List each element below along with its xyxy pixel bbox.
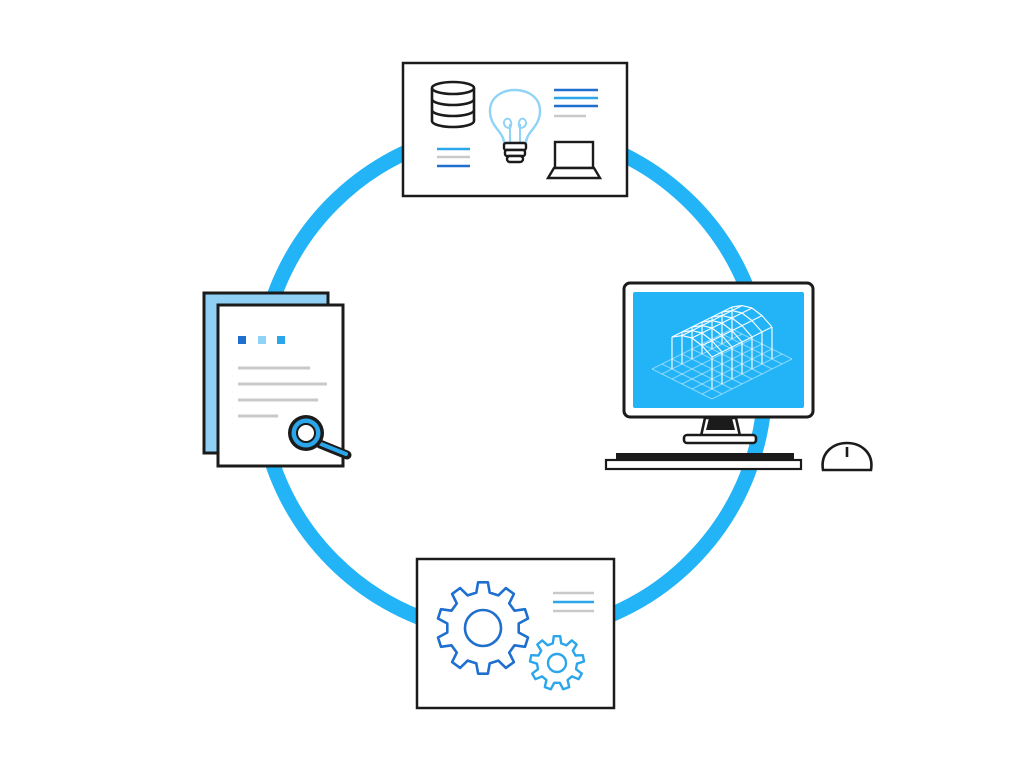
engineering-card [415,557,616,710]
structure-rafter [741,325,753,338]
gear-small-icon [528,635,586,691]
structure-rafter [731,330,743,343]
structure-rafter [711,340,723,353]
structure-rafter [721,322,733,332]
structure-rafter [701,332,713,342]
structure-rafter [731,317,743,327]
structure-purlin [701,315,763,347]
structure-purlin [691,307,753,339]
structure-rafter [741,312,753,322]
structure-wireframe-icon [651,305,793,400]
modeling-workstation [604,281,873,472]
ground-grid-line [711,358,793,400]
text-lines-icon [437,147,470,168]
structure-purlin [671,306,733,338]
gear-small-teeth [528,635,586,691]
magnifier-icon [288,415,352,460]
structure-rafter [731,310,743,314]
structure-rafter [741,305,753,309]
text-lines-icon [554,88,598,118]
structure-rafter [721,315,733,319]
ground-grid-line [651,368,713,400]
structure-rafter [751,307,763,317]
ideation-card [401,61,629,198]
structure-rafter [681,335,693,339]
text-lines-icon [553,591,594,613]
lightbulb-icon [488,88,542,164]
structure-rafter [721,335,733,348]
laptop-icon [545,140,603,180]
gear-small-hub [546,652,568,674]
structure-rafter [711,320,723,324]
gear-large-teeth [436,581,530,675]
structure-rafter [701,345,713,358]
structure-rafter [761,315,773,328]
gear-large-hub [463,608,503,648]
review-documents [202,291,352,468]
structure-rafter [751,320,763,333]
monitor-icon [622,281,815,445]
structure-rafter [701,325,713,329]
structure-purlin [681,305,743,337]
structure-rafter [691,330,703,334]
structure-rafter [691,337,703,347]
structure-purlin [711,326,773,358]
structure-rafter [711,327,723,337]
mouse-icon [821,441,873,472]
database-icon [430,80,476,129]
keyboard-icon [604,453,803,471]
gear-large-icon [436,581,530,675]
